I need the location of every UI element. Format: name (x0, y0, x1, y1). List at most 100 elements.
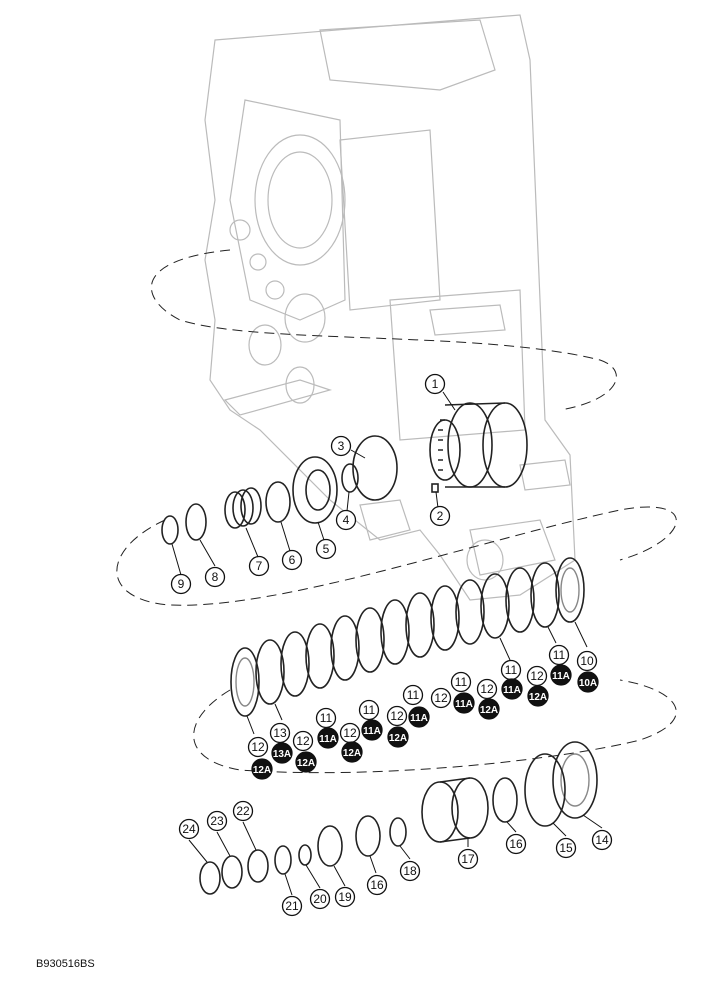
callout-11: 11 (548, 644, 570, 666)
part-6-ring (265, 481, 291, 523)
alignment-lines (116, 249, 677, 774)
callout-11: 11 (402, 684, 424, 706)
callout-15: 15 (555, 837, 577, 859)
callout-label: 11 (363, 703, 376, 717)
callout-label: 23 (210, 814, 224, 828)
callout-label: 3 (338, 439, 345, 453)
callout-11: 11 (450, 671, 472, 693)
callout-11a: 11A (453, 692, 475, 714)
callout-label: 11A (319, 734, 337, 745)
callout-label: 11 (553, 648, 566, 662)
part-23-ring (221, 855, 243, 889)
callout-19: 19 (334, 886, 356, 908)
callout-label: 1 (432, 377, 439, 391)
callout-11a: 11A (550, 664, 572, 686)
part-4-seal (341, 463, 359, 493)
callout-12: 12 (386, 705, 408, 727)
callout-12: 12 (526, 665, 548, 687)
callout-label: 12 (434, 691, 448, 705)
parts-3-9-rings (161, 435, 439, 545)
part-21-ring (274, 845, 292, 875)
callout-11: 11 (315, 707, 337, 729)
part-1-clutch-drum (429, 402, 528, 488)
callout-17: 17 (457, 848, 479, 870)
callout-label: 12 (251, 740, 265, 754)
callout-12: 12 (247, 736, 269, 758)
callout-6: 6 (281, 549, 303, 571)
callout-label: 21 (285, 899, 299, 913)
callout-9: 9 (170, 573, 192, 595)
callout-label: 10A (579, 678, 597, 689)
callout-18: 18 (399, 860, 421, 882)
transmission-housing (204, 14, 576, 601)
part-16-bearing-b (355, 815, 381, 857)
callout-11a: 11A (317, 727, 339, 749)
callout-label: 24 (182, 822, 196, 836)
callout-label: 22 (236, 804, 250, 818)
callout-label: 12 (343, 726, 357, 740)
callout-label: 14 (595, 833, 609, 847)
callout-label: 12A (480, 705, 498, 716)
callout-12: 12 (430, 687, 452, 709)
part-8-ring (185, 503, 207, 541)
leader-lines (171, 391, 603, 896)
callout-label: 12A (389, 733, 407, 744)
callout-label: 5 (323, 542, 330, 556)
callout-4: 4 (335, 509, 357, 531)
callout-21: 21 (281, 895, 303, 917)
part-2-pin (431, 483, 439, 493)
callout-12a: 12A (527, 685, 549, 707)
callout-label: 12A (253, 765, 271, 776)
callout-14: 14 (591, 829, 613, 851)
part-9-snap-ring (161, 515, 179, 545)
callout-label: 8 (212, 570, 219, 584)
callout-label: 6 (289, 553, 296, 567)
callout-label: 11 (320, 711, 333, 725)
callout-22: 22 (232, 800, 254, 822)
callout-label: 16 (370, 878, 384, 892)
callout-3: 3 (330, 435, 352, 457)
callout-11: 11 (500, 659, 522, 681)
callout-label: 9 (178, 577, 185, 591)
callout-16: 16 (505, 833, 527, 855)
callout-11a: 11A (408, 706, 430, 728)
callout-11a: 11A (361, 719, 383, 741)
callout-label: 18 (403, 864, 417, 878)
callout-12a: 12A (251, 758, 273, 780)
callout-13: 13 (269, 722, 291, 744)
callout-label: 12A (297, 758, 315, 769)
callout-label: 11A (552, 671, 570, 682)
part-5-bearing (292, 456, 338, 524)
lower-assembly-parts (199, 741, 598, 895)
callout-label: 12A (529, 692, 547, 703)
callout-12: 12 (476, 678, 498, 700)
callout-12a: 12A (478, 698, 500, 720)
part-16-bearing (492, 777, 518, 823)
callout-label: 11 (505, 663, 518, 677)
callout-label: 19 (338, 890, 352, 904)
callout-label: 12A (343, 748, 361, 759)
callout-label: 2 (437, 509, 444, 523)
callout-1: 1 (424, 373, 446, 395)
part-14-disc (552, 741, 598, 819)
callout-12: 12 (292, 730, 314, 752)
callout-label: 12 (530, 669, 544, 683)
callout-label: 11 (407, 688, 420, 702)
part-19-bearing (317, 825, 343, 867)
callout-8: 8 (204, 566, 226, 588)
callout-24: 24 (178, 818, 200, 840)
callout-7: 7 (248, 555, 270, 577)
callout-label: 15 (559, 841, 573, 855)
callout-label: 17 (461, 852, 475, 866)
callout-label: 11A (455, 699, 473, 710)
callout-label: 12 (480, 682, 494, 696)
callout-label: 12 (390, 709, 404, 723)
callout-12a: 12A (387, 726, 409, 748)
callout-label: 13 (273, 726, 287, 740)
part-3-o-ring (352, 435, 398, 501)
callout-label: 12 (296, 734, 310, 748)
callout-label: 10 (580, 654, 594, 668)
part-18-ring (389, 817, 407, 847)
callout-10: 10 (576, 650, 598, 672)
